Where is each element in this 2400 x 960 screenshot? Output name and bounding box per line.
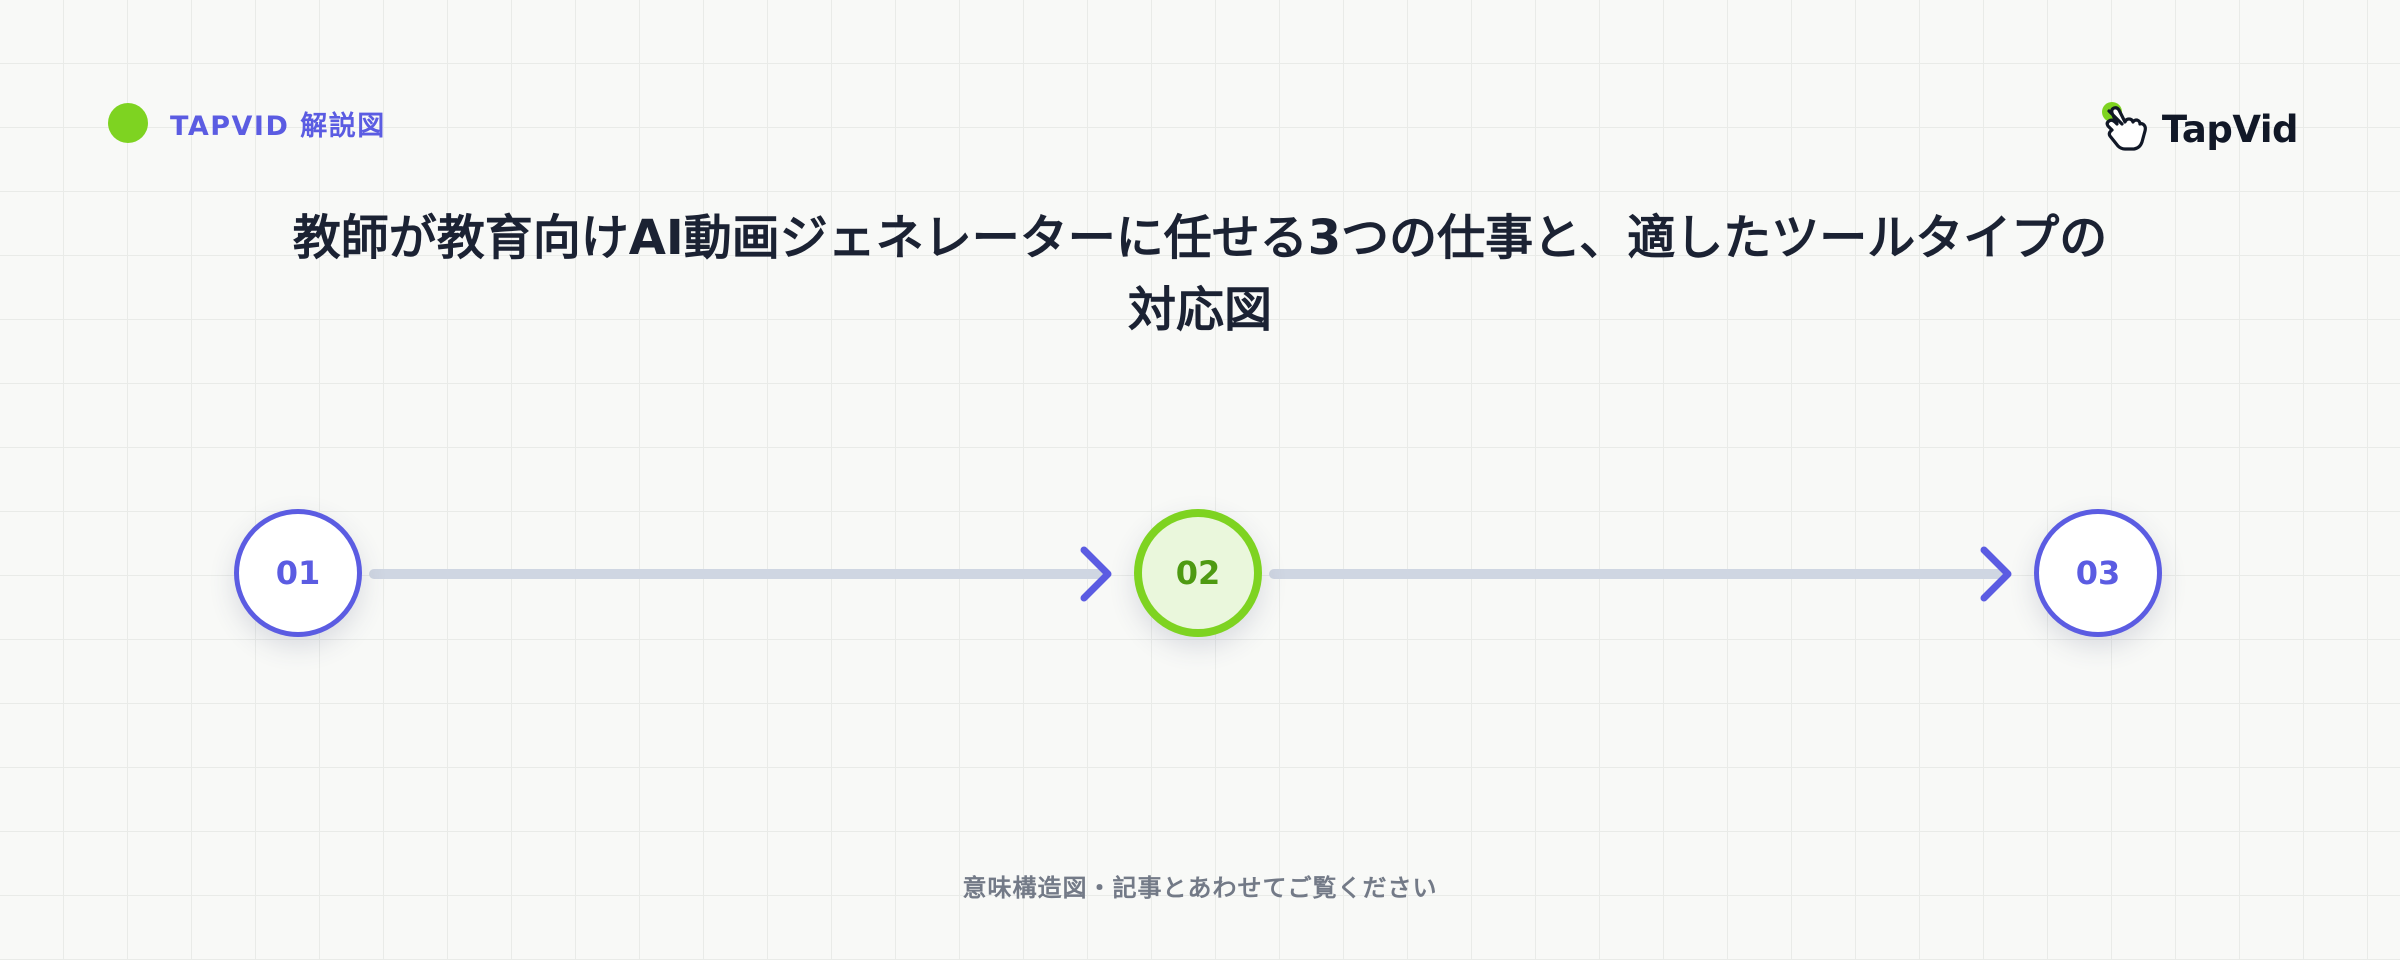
step-03: 03 <box>2034 509 2162 637</box>
header-tag: TAPVID 解説図 <box>108 103 386 143</box>
tag-dot-icon <box>108 103 148 143</box>
tag-label: TAPVID 解説図 <box>170 110 386 142</box>
step-01: 01 <box>234 509 362 637</box>
page-title: 教師が教育向けAI動画ジェネレーターに任せる3つの仕事と、適したツールタイプの対… <box>292 210 2108 338</box>
step-02-highlighted: 02 <box>1134 509 1262 637</box>
chevron-right-icon <box>1080 546 1112 602</box>
chevron-right-icon <box>1980 546 2012 602</box>
step-01-label: 01 <box>275 554 321 592</box>
tapvid-logo[interactable]: TapVid <box>2098 100 2299 158</box>
step-03-label: 03 <box>2075 554 2121 592</box>
step-02-label: 02 <box>1175 554 1221 592</box>
footer-note: 意味構造図・記事とあわせてご覧ください <box>962 874 1438 902</box>
logo-text: TapVid <box>2161 107 2299 151</box>
pointing-hand-icon <box>2101 102 2147 151</box>
